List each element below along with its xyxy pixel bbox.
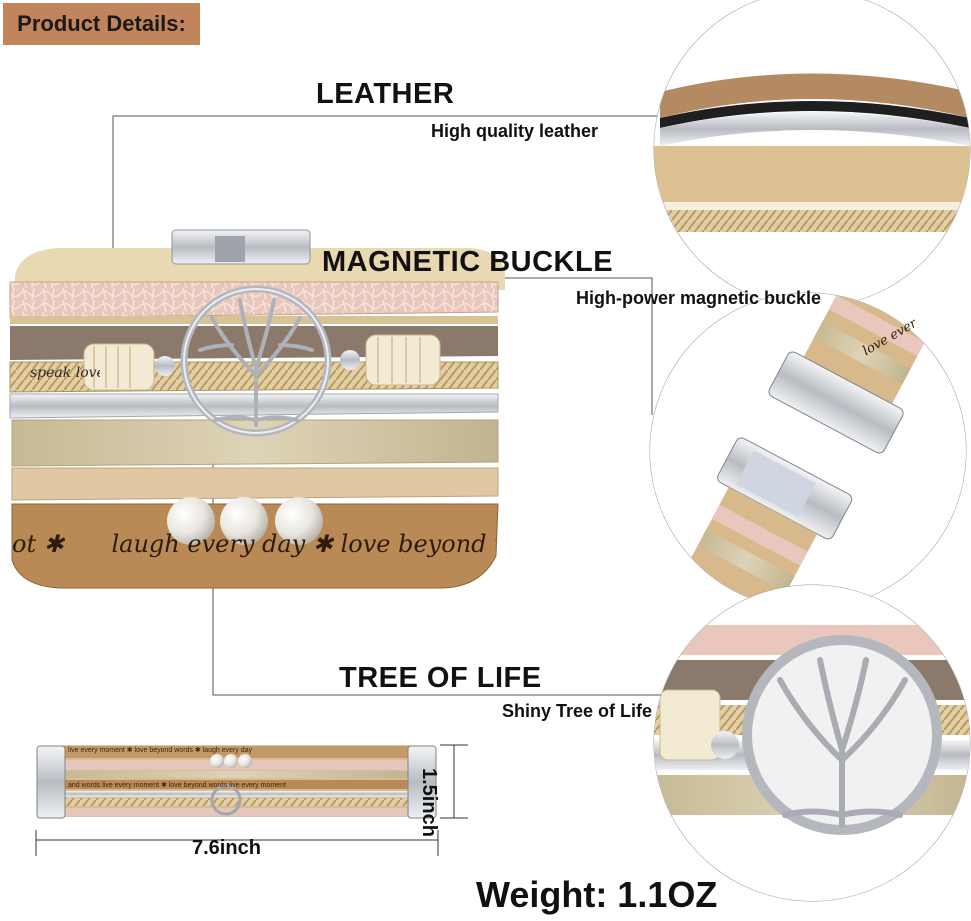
pearl-2 [220,497,268,545]
pearl-3 [275,497,323,545]
main-bracelet [9,229,505,589]
second-band-engraving: speak love [30,365,100,381]
main-band-left-engraving: ot ✱ [12,530,64,558]
buckle-subtitle: High-power magnetic buckle [576,288,822,308]
buckle-detail-image [649,292,967,610]
width-dimension-label: 7.6inch [192,837,261,859]
tree-of-life-medallion [180,285,332,437]
main-band-engraving-text: laugh every day ✱ love beyond words ✱ li… [111,530,496,558]
height-dimension-label: 1.5inch [418,768,440,837]
product-details-badge: Product Details: [3,3,200,45]
leather-subtitle: High quality leather [431,121,599,141]
leather-detail-image [653,0,971,308]
leather-callout-line [112,115,660,258]
flat-bracelet [36,745,437,819]
weight-label: Weight: 1.1OZ [476,874,718,915]
tree-subtitle: Shiny Tree of Life [502,701,653,721]
pearl-1 [167,497,215,545]
flat-band-bottom-engraving: and words live every moment ✱ love beyon… [68,782,286,789]
flat-band-top-engraving: live every moment ✱ love beyond words ✱ … [68,747,253,754]
buckle-title: MAGNETIC BUCKLE [322,246,614,278]
leather-title: LEATHER [316,78,455,110]
main-band-engraving: ot ✱ laugh every day ✱ love beyond words… [12,530,496,574]
tree-title: TREE OF LIFE [339,662,542,694]
tree-detail-image [653,584,971,902]
dimension-lines [35,744,468,856]
